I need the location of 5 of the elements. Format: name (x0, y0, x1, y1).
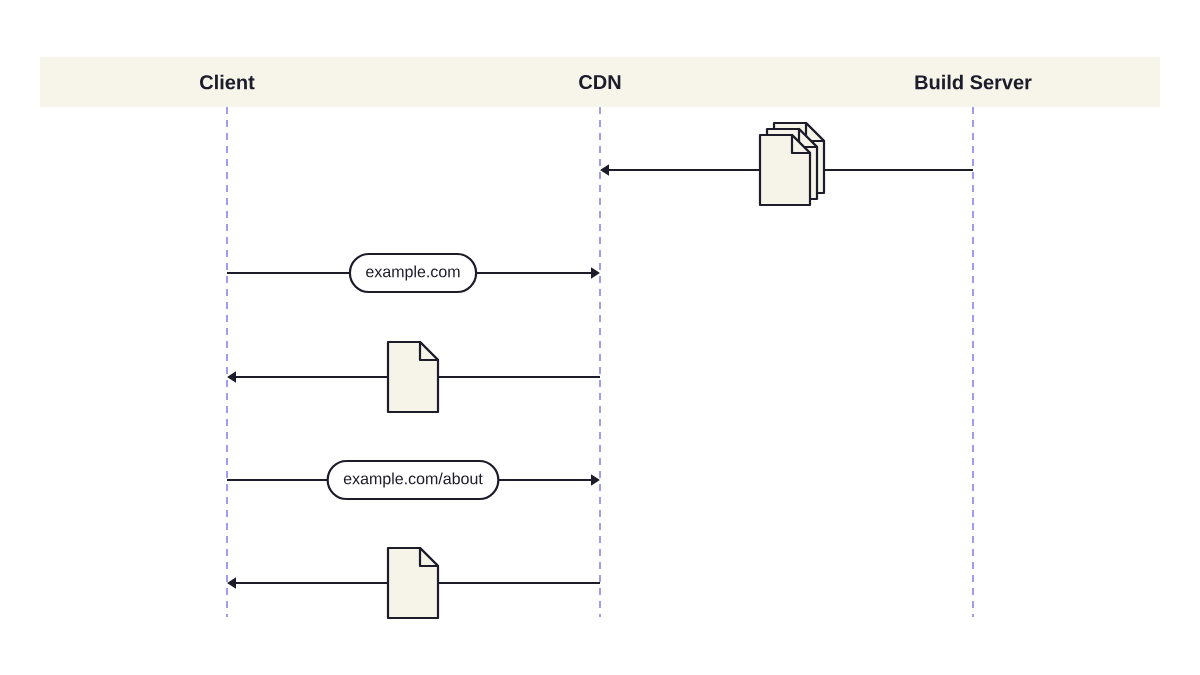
participant-label: CDN (579, 74, 621, 90)
edge-label: example.com/about (326, 459, 500, 501)
participant-label: Client (200, 74, 255, 90)
participant-label: Build Server (915, 74, 1032, 90)
edge-label: example.com (348, 252, 478, 294)
